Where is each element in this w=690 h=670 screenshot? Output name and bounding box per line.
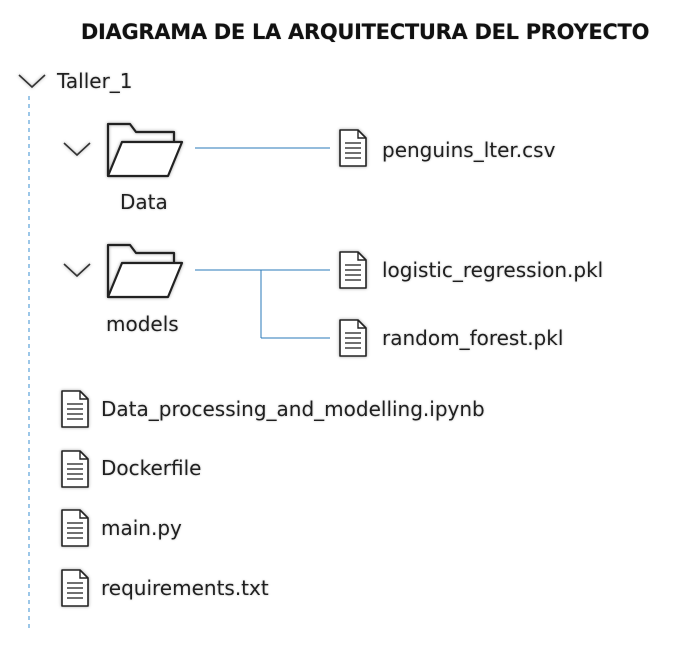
- file-document-icon: [60, 449, 90, 489]
- file-document-icon: [338, 318, 368, 358]
- file-document-icon: [60, 508, 90, 548]
- folder-label-data[interactable]: Data: [120, 190, 168, 214]
- chevron-down-icon[interactable]: [17, 72, 47, 90]
- file-label-requirements[interactable]: requirements.txt: [101, 576, 269, 600]
- file-label-notebook[interactable]: Data_processing_and_modelling.ipynb: [101, 397, 485, 421]
- file-document-icon: [60, 389, 90, 429]
- file-label-logistic-regression[interactable]: logistic_regression.pkl: [382, 258, 604, 282]
- diagram-title: DIAGRAMA DE LA ARQUITECTURA DEL PROYECTO: [80, 20, 650, 44]
- folder-open-icon[interactable]: [104, 120, 186, 178]
- folder-label-models[interactable]: models: [106, 312, 179, 336]
- file-label-dockerfile[interactable]: Dockerfile: [101, 456, 202, 480]
- file-label-random-forest[interactable]: random_forest.pkl: [382, 326, 564, 350]
- file-label-penguins[interactable]: penguins_lter.csv: [382, 138, 556, 162]
- file-label-main[interactable]: main.py: [101, 516, 182, 540]
- root-folder-label[interactable]: Taller_1: [57, 69, 133, 93]
- chevron-down-icon[interactable]: [62, 261, 92, 279]
- file-document-icon: [60, 568, 90, 608]
- file-document-icon: [338, 250, 368, 290]
- folder-open-icon[interactable]: [104, 241, 186, 299]
- file-document-icon: [338, 128, 368, 168]
- chevron-down-icon[interactable]: [62, 140, 92, 158]
